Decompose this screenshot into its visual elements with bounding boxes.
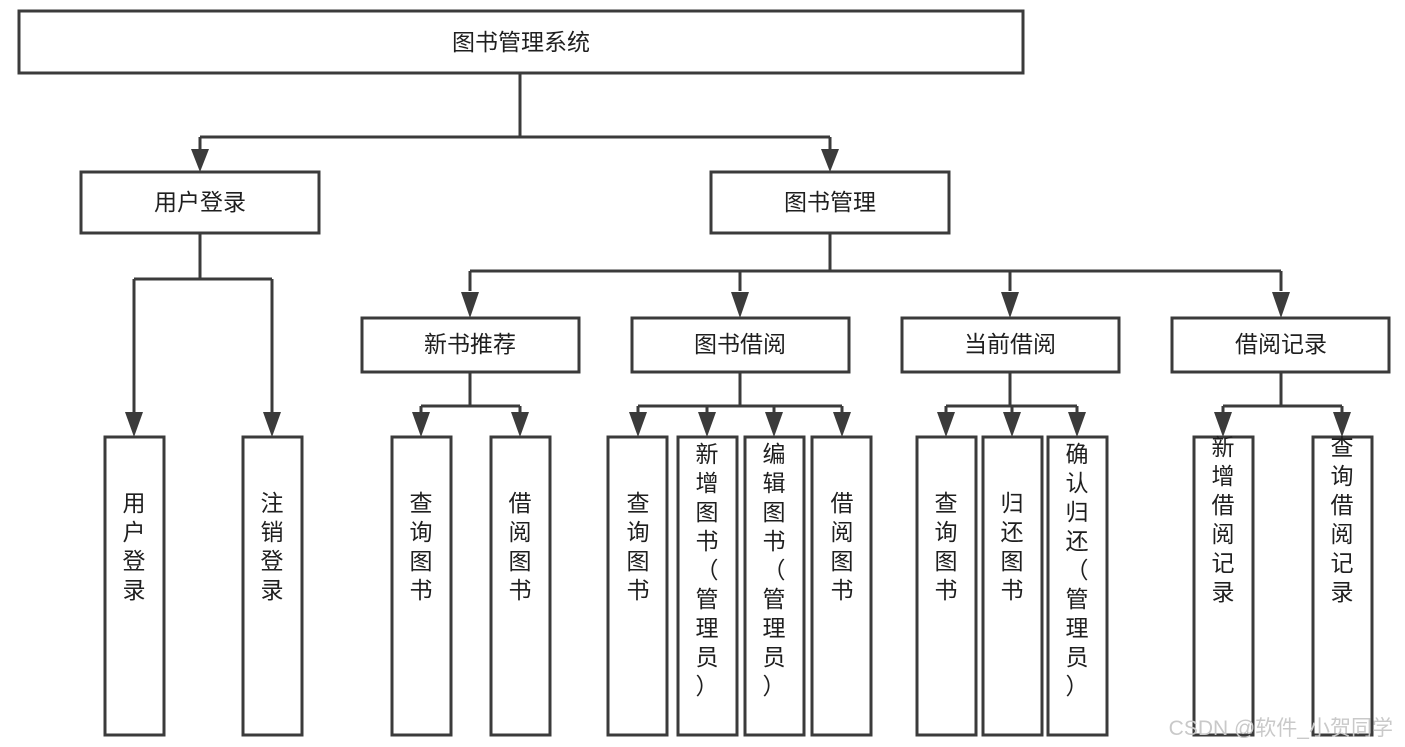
node-leaf-user-login-label: 用户登录 [123, 490, 146, 603]
arrowhead-leaf-query-book-1 [412, 412, 430, 437]
node-leaf-user-login[interactable]: 用户登录 [103, 435, 166, 737]
node-leaf-borrow-book-1-box[interactable] [489, 435, 552, 737]
node-leaf-query-record-box[interactable] [1311, 435, 1374, 737]
arrowhead-book-borrow [731, 292, 749, 318]
connector-root-to-level2 [198, 73, 832, 157]
node-book-borrow-box[interactable] [630, 316, 851, 374]
node-leaf-query-book-2-box[interactable] [606, 435, 669, 737]
connector-current-borrow-to-leaves [944, 372, 1079, 419]
arrowhead-user-login [191, 149, 209, 172]
connector-user-login-to-leaves [132, 233, 274, 419]
node-leaf-confirm-return[interactable]: 确认归还（管理员） [1046, 435, 1109, 737]
node-leaf-query-book-2-label: 查询图书 [627, 490, 650, 603]
node-leaf-query-book-3-label: 查询图书 [935, 490, 958, 603]
node-new-book-recommend[interactable]: 新书推荐 [360, 316, 581, 374]
arrowhead-leaf-confirm-return [1068, 412, 1086, 437]
node-leaf-borrow-book-2-label: 借阅图书 [831, 490, 854, 603]
node-leaf-query-book-2[interactable]: 查询图书 [606, 435, 669, 737]
node-book-manage-box[interactable] [709, 170, 951, 235]
arrowhead-leaf-add-record [1214, 412, 1232, 437]
node-leaf-logout-login[interactable]: 注销登录 [241, 435, 304, 737]
arrowhead-leaf-edit-book [765, 412, 783, 437]
node-leaf-query-book-1-label: 查询图书 [410, 490, 433, 603]
arrowhead-leaf-query-book-2 [629, 412, 647, 437]
arrowhead-leaf-logout-login [263, 412, 281, 437]
node-leaf-confirm-return-box[interactable] [1046, 435, 1109, 737]
node-leaf-borrow-book-1-label: 借阅图书 [509, 490, 532, 603]
node-book-borrow[interactable]: 图书借阅 [630, 316, 851, 374]
node-leaf-query-record[interactable]: 查询借阅记录 [1311, 434, 1374, 737]
node-leaf-borrow-book-2[interactable]: 借阅图书 [810, 435, 873, 737]
arrowhead-leaf-query-book-3 [937, 412, 955, 437]
node-leaf-query-book-3-box[interactable] [915, 435, 978, 737]
connector-book-manage-to-level3 [468, 233, 1283, 291]
connector-borrow-record-to-leaves [1221, 372, 1344, 419]
node-leaf-user-login-box[interactable] [103, 435, 166, 737]
node-leaf-return-book-box[interactable] [981, 435, 1044, 737]
arrowhead-current-borrow [1001, 292, 1019, 318]
node-book-manage-label: 图书管理 [784, 189, 876, 215]
arrowhead-new-book-recommend [461, 292, 479, 318]
node-book-manage[interactable]: 图书管理 [709, 170, 951, 235]
arrowhead-leaf-add-book [698, 412, 716, 437]
node-user-login-box[interactable] [79, 170, 321, 235]
node-leaf-query-record-label: 查询借阅记录 [1331, 434, 1354, 605]
connectors-layer [125, 73, 1351, 437]
node-leaf-add-record-box[interactable] [1192, 435, 1255, 737]
node-root[interactable]: 图书管理系统 [17, 9, 1025, 75]
node-borrow-record-label: 借阅记录 [1235, 331, 1327, 357]
node-leaf-add-record[interactable]: 新增借阅记录 [1192, 434, 1255, 737]
node-current-borrow[interactable]: 当前借阅 [900, 316, 1121, 374]
arrowhead-book-manage [821, 149, 839, 172]
node-leaf-return-book-label: 归还图书 [1001, 490, 1024, 603]
node-user-login-label: 用户登录 [154, 189, 246, 215]
node-root-label: 图书管理系统 [452, 29, 590, 55]
node-leaf-add-book[interactable]: 新增图书（管理员） [676, 435, 739, 737]
node-leaf-confirm-return-label: 确认归还（管理员） [1066, 441, 1089, 699]
node-leaf-edit-book[interactable]: 编辑图书（管理员） [743, 435, 806, 737]
node-user-login[interactable]: 用户登录 [79, 170, 321, 235]
node-book-borrow-label: 图书借阅 [694, 331, 786, 357]
node-borrow-record-box[interactable] [1170, 316, 1391, 374]
node-leaf-edit-book-label: 编辑图书（管理员） [763, 441, 786, 699]
node-leaf-logout-login-box[interactable] [241, 435, 304, 737]
csdn-watermark: CSDN @软件_小贺同学 [1169, 717, 1393, 740]
node-borrow-record[interactable]: 借阅记录 [1170, 316, 1391, 374]
node-leaf-add-record-label: 新增借阅记录 [1212, 434, 1235, 605]
connector-book-borrow-to-leaves [636, 372, 844, 419]
node-leaf-query-book-3[interactable]: 查询图书 [915, 435, 978, 737]
node-leaf-borrow-book-2-box[interactable] [810, 435, 873, 737]
node-leaf-query-book-1[interactable]: 查询图书 [390, 435, 453, 737]
arrowhead-leaf-borrow-book-1 [511, 412, 529, 437]
arrowhead-borrow-record [1272, 292, 1290, 318]
node-leaf-query-book-1-box[interactable] [390, 435, 453, 737]
node-leaf-add-book-label: 新增图书（管理员） [696, 441, 719, 699]
node-leaf-borrow-book-1[interactable]: 借阅图书 [489, 435, 552, 737]
node-leaf-edit-book-box[interactable] [743, 435, 806, 737]
connector-new-book-recommend-to-leaves [419, 372, 522, 419]
node-leaf-add-book-box[interactable] [676, 435, 739, 737]
arrowhead-leaf-borrow-book-2 [833, 412, 851, 437]
node-current-borrow-label: 当前借阅 [964, 331, 1056, 357]
node-new-book-recommend-box[interactable] [360, 316, 581, 374]
node-root-box[interactable] [17, 9, 1025, 75]
node-current-borrow-box[interactable] [900, 316, 1121, 374]
node-leaf-logout-login-label: 注销登录 [261, 490, 284, 603]
node-new-book-recommend-label: 新书推荐 [424, 331, 516, 357]
arrowhead-leaf-query-record [1333, 412, 1351, 437]
arrowhead-leaf-user-login [125, 412, 143, 437]
arrowhead-leaf-return-book [1003, 412, 1021, 437]
node-leaf-return-book[interactable]: 归还图书 [981, 435, 1044, 737]
